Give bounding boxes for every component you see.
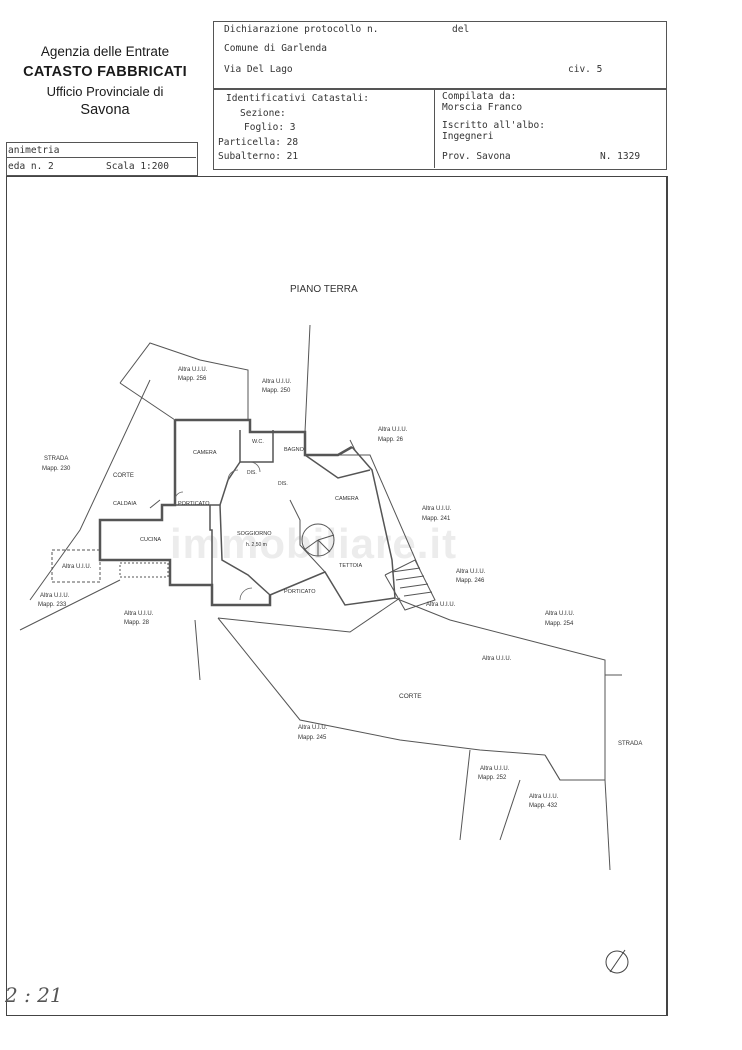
altra-uiu-inner-label: Altra U.I.U. (62, 564, 92, 570)
altra-uiu-mid-label: Altra U.I.U. (482, 656, 512, 662)
altra-uiu-26-label: Altra U.I.U. (378, 427, 408, 433)
mapp-241-label: Mapp. 241 (422, 516, 451, 522)
mapp-256-label: Mapp. 256 (178, 376, 207, 382)
room-soggiorno: SOGGIORNO (237, 531, 272, 537)
room-caldaia: CALDAIA (113, 501, 137, 507)
room-porticato-2: PORTICATO (284, 589, 316, 595)
albo-value: Ingegneri (442, 131, 494, 142)
catasto-title: CATASTO FABBRICATI (23, 64, 187, 80)
plan-title: PIANO TERRA (290, 284, 358, 295)
mapp-233-label: Mapp. 233 (38, 602, 67, 608)
agency-name: Agenzia delle Entrate (40, 44, 170, 59)
strada-left-label: STRADA (44, 456, 68, 462)
room-camera-1: CAMERA (193, 450, 217, 456)
scheda-divider (6, 157, 196, 158)
header-top-box (213, 21, 667, 90)
del-label: del (452, 24, 470, 35)
altra-uiu-28-label: Altra U.I.U. (124, 611, 154, 617)
room-dis-2: DIS. (278, 481, 288, 487)
particella-label: Particella: 28 (218, 137, 299, 148)
compilatore-name: Morscia Franco (442, 102, 523, 113)
room-camera-2: CAMERA (335, 496, 359, 502)
mapp-245-label: Mapp. 245 (298, 735, 327, 741)
identificativi-label: Identificativi Catastali: (226, 93, 369, 104)
corte-left-label: CORTE (113, 473, 134, 479)
ufficio-label: Ufficio Provinciale di (46, 84, 164, 99)
altra-uiu-432-label: Altra U.I.U. (529, 794, 559, 800)
scheda-label: eda n. 2 (8, 161, 54, 172)
mapp-432-label: Mapp. 432 (529, 803, 558, 809)
header-identificativi-box (213, 88, 667, 170)
mapp-252-label: Mapp. 252 (478, 775, 507, 781)
mapp-246-label: Mapp. 246 (456, 578, 485, 584)
room-bagno: BAGNO (284, 447, 305, 453)
mapp-26-label: Mapp. 26 (378, 437, 404, 443)
room-height: h. 2,50 m (246, 542, 267, 548)
mapp-254-label: Mapp. 254 (545, 621, 574, 627)
handwritten-page-number: 2 : 21 (4, 983, 63, 1007)
scheda-box (6, 142, 198, 176)
room-wc: W.C. (252, 439, 264, 445)
altra-uiu-250-label: Altra U.I.U. (262, 379, 292, 385)
drawing-sheet (6, 176, 668, 1016)
subalterno-label: Subalterno: 21 (218, 151, 299, 162)
foglio-label: Foglio: 3 (244, 122, 296, 133)
provincia-label: Prov. Savona (442, 151, 511, 162)
altra-uiu-254-label: Altra U.I.U. (545, 611, 575, 617)
corte-main-label: CORTE (399, 693, 422, 700)
room-tettoia: TETTOIA (339, 563, 362, 569)
room-cucina: CUCINA (140, 537, 161, 543)
sezione-label: Sezione: (240, 108, 286, 119)
room-dis-1: DIS. (247, 470, 257, 476)
scale-label: Scala 1:200 (106, 161, 169, 172)
altra-uiu-245-label: Altra U.I.U. (298, 725, 328, 731)
compilata-label: Compilata da: (442, 91, 517, 102)
header-compilata-divider (434, 88, 435, 168)
altra-uiu-256-label: Altra U.I.U. (178, 367, 208, 373)
mapp-250-label: Mapp. 250 (262, 388, 291, 394)
mapp-28-label: Mapp. 28 (124, 620, 150, 626)
comune-label: Comune di Garlenda (224, 43, 327, 54)
altra-uiu-246-label: Altra U.I.U. (456, 569, 486, 575)
planimetria-label: animetria (8, 145, 60, 156)
civic-number: civ. 5 (568, 64, 603, 75)
room-porticato-1: PORTICATO (178, 501, 210, 507)
north-arrow-icon (605, 949, 629, 974)
mapp-230-label: Mapp. 230 (42, 466, 71, 472)
address-label: Via Del Lago (224, 64, 293, 75)
strada-right-label: STRADA (618, 741, 642, 747)
altra-uiu-233-label: Altra U.I.U. (40, 593, 70, 599)
iscritto-label: Iscritto all'albo: (442, 120, 545, 131)
altra-uiu-252-label: Altra U.I.U. (480, 766, 510, 772)
dichiarazione-label: Dichiarazione protocollo n. (224, 24, 379, 35)
iscrizione-number: N. 1329 (600, 151, 641, 162)
altra-uiu-stair-label: Altra U.I.U. (426, 602, 456, 608)
altra-uiu-241-label: Altra U.I.U. (422, 506, 452, 512)
ufficio-city: Savona (80, 102, 130, 118)
